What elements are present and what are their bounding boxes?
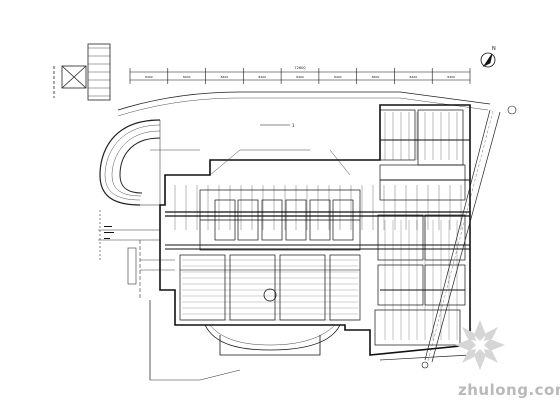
dimension-segment-label: 8400 <box>334 75 342 79</box>
right-diagonal-road <box>379 109 501 363</box>
dimension-segment-label: 8400 <box>183 75 191 79</box>
top-site-edge <box>117 91 491 117</box>
main-building-outline <box>159 104 471 356</box>
top-dimension-chain: 8400 8400 8400 8400 8400 8400 8400 8400 8400 <box>129 68 471 84</box>
left-notes <box>104 226 114 239</box>
north-arrow <box>480 52 496 68</box>
watermark-text: zhulong.com <box>458 381 560 399</box>
watermark-logo-icon <box>455 320 505 370</box>
dimension-segment-label: 8400 <box>258 75 266 79</box>
interior-walls <box>179 109 466 346</box>
top-left-building-block <box>53 43 111 101</box>
ductwork-lines <box>140 112 470 340</box>
dimension-segment-label: 8400 <box>372 75 380 79</box>
dimension-segment-label: 8400 <box>447 75 455 79</box>
dimension-total-label: 72600 <box>294 66 305 70</box>
duct-segment <box>209 149 241 176</box>
north-label: N <box>492 46 496 52</box>
duct-segment <box>329 149 351 176</box>
dimension-segment-label: 8400 <box>296 75 304 79</box>
entrance-canopy <box>204 288 341 356</box>
dimension-segment-label: 8400 <box>221 75 229 79</box>
dimension-segment-label: 8400 <box>145 75 153 79</box>
dimension-segment-label: 8400 <box>410 75 418 79</box>
section-label-top: 1 <box>292 123 295 128</box>
axis-circle <box>421 105 517 369</box>
